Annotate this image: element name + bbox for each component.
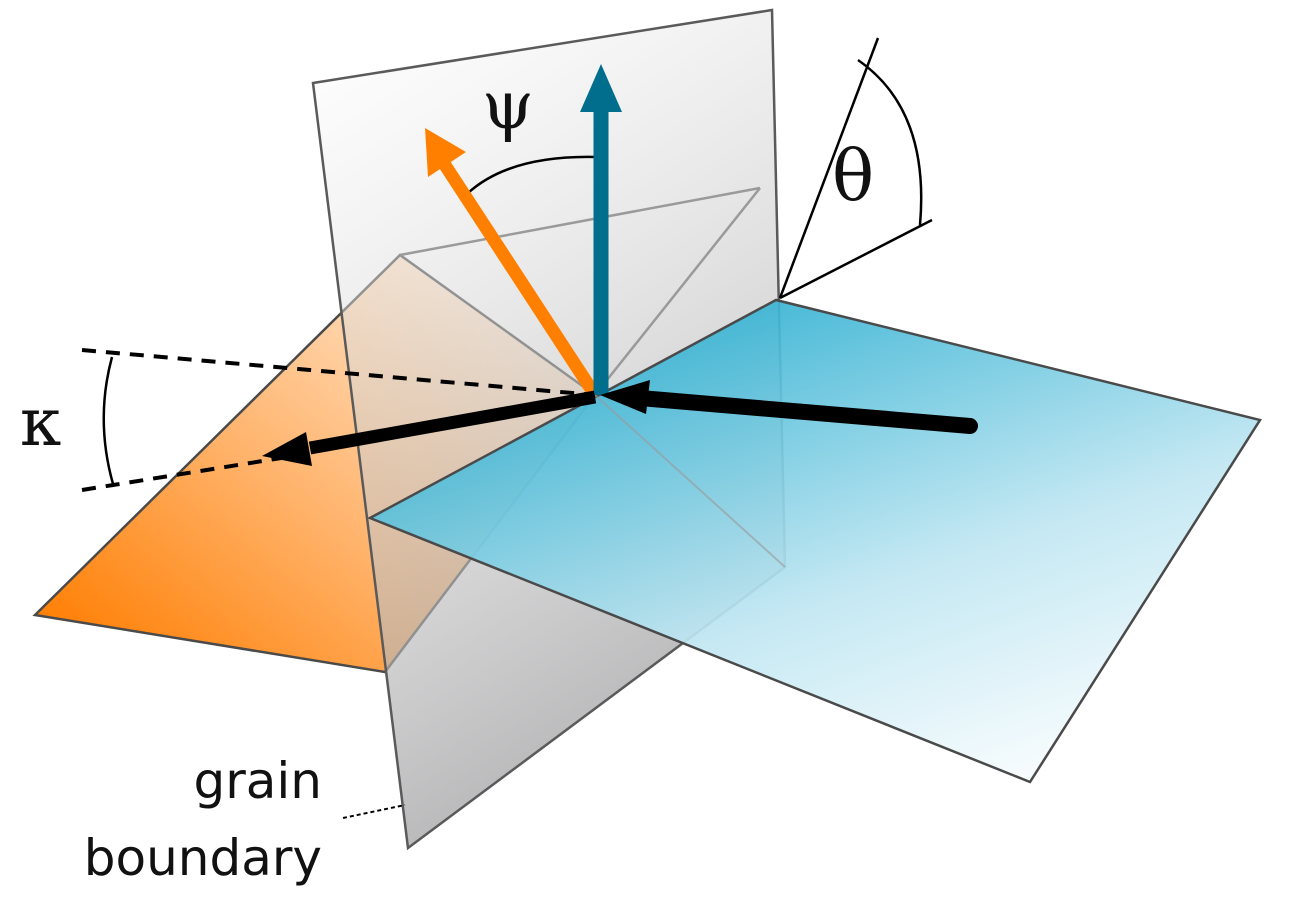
incoming-direction-arrow [632, 390, 978, 434]
kappa-label: κ [20, 384, 61, 461]
incoming-direction-arrowhead [600, 380, 650, 414]
theta-reference-line [779, 218, 933, 300]
outgoing-direction-arrow [308, 390, 597, 455]
plane-guide-line [594, 394, 786, 568]
plane-guide-line [399, 186, 761, 257]
orange-normal-arrowhead [425, 128, 466, 177]
plane-guide-line [594, 187, 761, 396]
theta-arc [857, 58, 923, 226]
psi-arc [467, 155, 597, 194]
cyan-grain-plane [367, 298, 1262, 784]
theta-label: θ [832, 135, 874, 217]
grain-boundary-label-line1: grain [193, 752, 322, 810]
kappa-dashed-line [81, 453, 301, 492]
orange-normal-arrow-shaft [437, 158, 601, 399]
grain-boundary-label-line2: boundary [84, 829, 322, 887]
outgoing-direction-arrowhead [262, 432, 312, 466]
kappa-dashed-line [81, 348, 596, 397]
grain-boundary-leader [342, 804, 406, 819]
psi-label: ψ [482, 67, 534, 144]
kappa-arc [102, 356, 115, 485]
teal-normal-arrowhead [580, 64, 622, 112]
theta-reference-line [778, 37, 880, 299]
